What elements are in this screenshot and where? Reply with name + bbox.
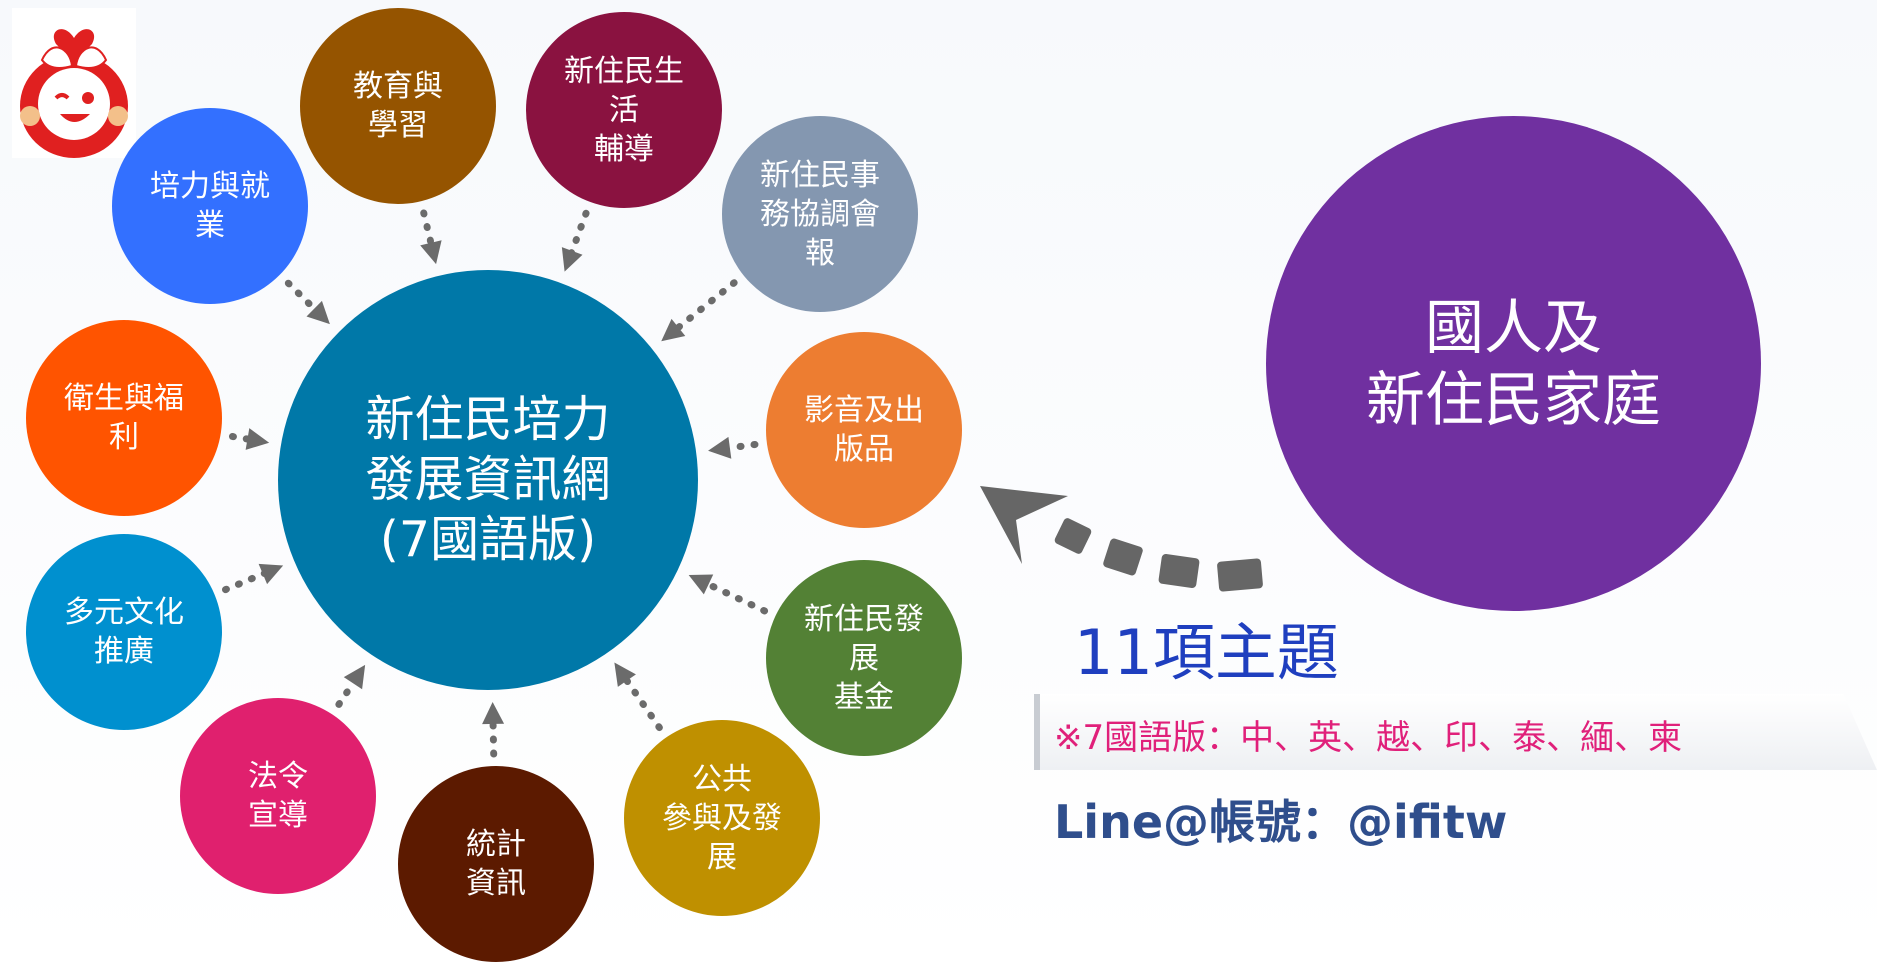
arrow-head [561, 247, 583, 272]
big-curved-arrow [980, 486, 1263, 592]
topic-life-guidance[interactable]: 新住民生 活 輔導 [526, 12, 722, 208]
topic-development-fund[interactable]: 新住民發 展 基金 [766, 560, 962, 756]
line-account: Line@帳號：@ifitw [1054, 795, 1508, 849]
arrow-head [420, 240, 442, 265]
topic-label: 衛生與福 利 [64, 381, 184, 455]
hub-label: 新住民培力 發展資訊網 (7國語版) [365, 391, 611, 568]
dotted-arrow-line [622, 675, 663, 732]
topic-label: 新住民生 活 輔導 [564, 53, 684, 167]
topic-label: 法令 宣導 [248, 759, 308, 833]
topic-label: 培力與就 業 [150, 169, 270, 243]
arrow-head [258, 563, 284, 585]
dotted-arrow-line [489, 718, 498, 758]
dotted-arrow-line [284, 279, 320, 314]
mascot-logo [12, 8, 136, 158]
languages-note: ※7國語版：中、英、越、印、泰、緬、柬 [1054, 718, 1683, 758]
arrow-head [708, 436, 732, 459]
arrow-head [482, 701, 505, 725]
dotted-arrow-line [222, 569, 269, 594]
topic-label: 新住民發 展 基金 [804, 601, 924, 715]
family-circle[interactable]: 國人及 新住民家庭 [1266, 116, 1761, 611]
dotted-arrow-line [420, 209, 435, 249]
topic-label: 新住民事 務協調會 報 [760, 157, 880, 271]
family-label: 國人及 新住民家庭 [1365, 292, 1661, 434]
topic-public-participation[interactable]: 公共 參與及發 展 [624, 720, 820, 916]
topics-count-title: 11項主題 [1074, 616, 1339, 689]
topic-education[interactable]: 教育與 學習 [300, 8, 496, 204]
topic-empowerment-employment[interactable]: 培力與就 業 [112, 108, 308, 304]
arrow-head [343, 664, 366, 690]
topic-label: 統計 資訊 [466, 827, 526, 901]
topic-label: 公共 參與及發 展 [662, 761, 782, 875]
hub-info-network[interactable]: 新住民培力 發展資訊網 (7國語版) [278, 270, 698, 690]
dotted-arrow-line [673, 279, 738, 333]
arrow-head [245, 428, 270, 450]
banner-edge [1034, 694, 1040, 770]
languages-banner: ※7國語版：中、英、越、印、泰、緬、柬 [1034, 694, 1877, 770]
topic-multiculture[interactable]: 多元文化 推廣 [26, 534, 222, 730]
dotted-arrow-line [567, 209, 590, 257]
dotted-arrow-line [724, 441, 759, 452]
topic-coordination-meeting[interactable]: 新住民事 務協調會 報 [722, 116, 918, 312]
dotted-arrow-line [228, 432, 253, 443]
arrow-head [614, 662, 636, 687]
arrow-head [306, 300, 330, 325]
topic-law-promotion[interactable]: 法令 宣導 [180, 698, 376, 894]
topic-label: 影音及出 版品 [804, 393, 924, 467]
arrow-head [661, 318, 686, 342]
topic-media-publications[interactable]: 影音及出 版品 [766, 332, 962, 528]
dotted-arrow-line [335, 678, 358, 708]
dotted-arrow-line [703, 580, 769, 615]
topic-label: 多元文化 推廣 [64, 595, 184, 669]
topic-health-welfare[interactable]: 衛生與福 利 [26, 320, 222, 516]
dotted-arrows [222, 209, 769, 758]
topic-label: 教育與 學習 [353, 69, 443, 143]
arrow-head [688, 574, 714, 595]
topic-statistics[interactable]: 統計 資訊 [398, 766, 594, 962]
